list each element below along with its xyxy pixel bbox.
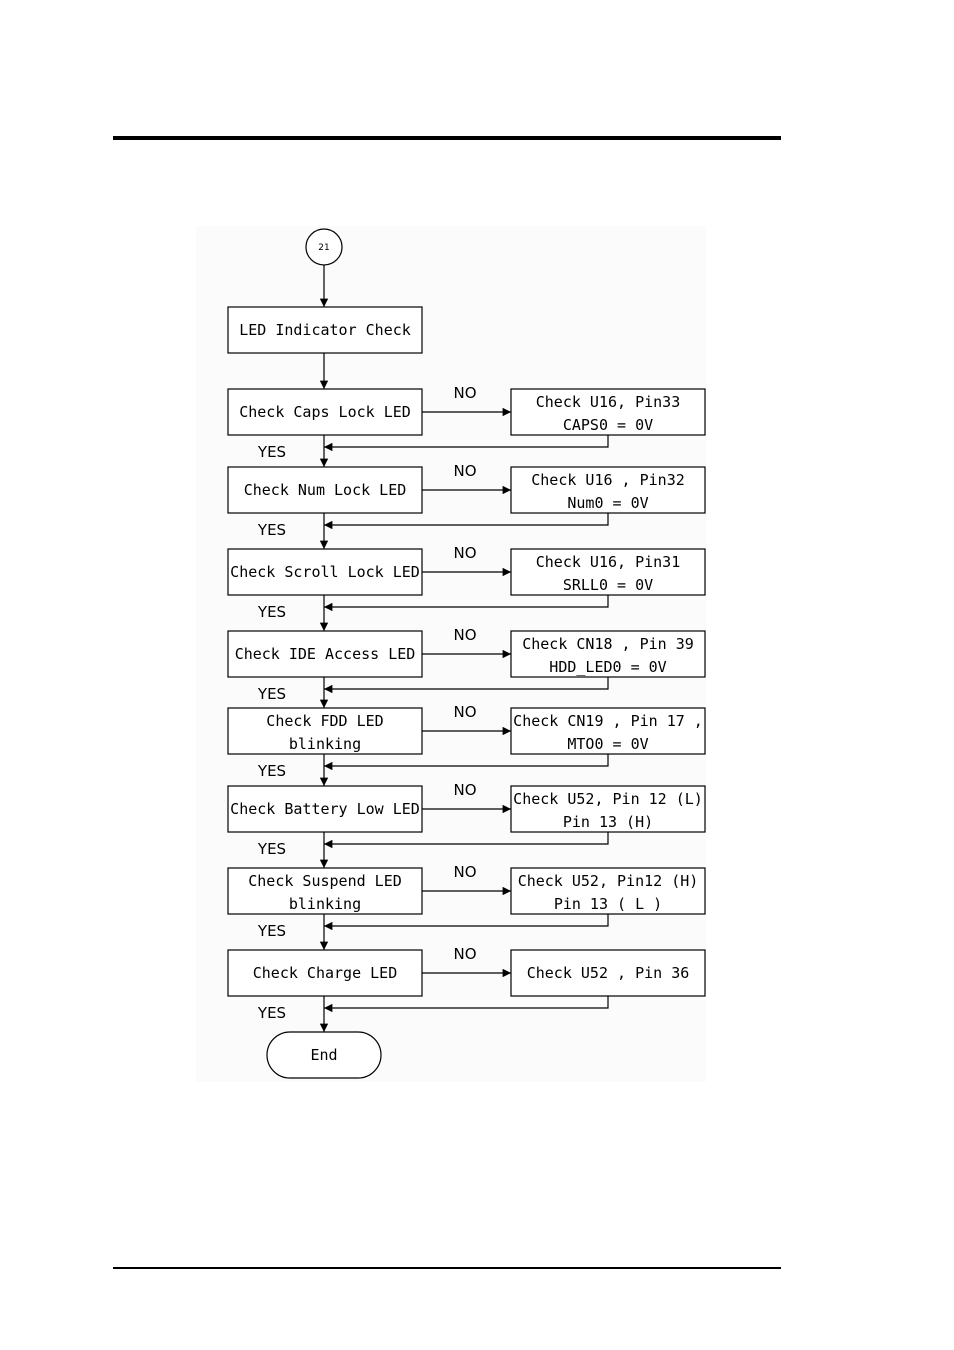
return-arrow-8 <box>324 996 609 1013</box>
start-box <box>227 306 423 354</box>
return-arrow-6 <box>324 832 609 849</box>
check-box-7 <box>227 867 423 915</box>
fix-text-7-line-2: Pin 13 ( L ) <box>554 895 662 913</box>
no-label-7: NO <box>453 863 476 881</box>
bottom-rule <box>113 1267 781 1269</box>
no-label-3: NO <box>453 544 476 562</box>
check-text-8-line-1: Check Charge LED <box>253 964 398 982</box>
yes-label-8: YES <box>257 1004 286 1022</box>
check-text-5-line-1: Check FDD LED <box>266 712 383 730</box>
fix-box-2 <box>510 466 706 514</box>
start-label: LED Indicator Check <box>239 321 411 339</box>
check-text-4-line-1: Check IDE Access LED <box>235 645 416 663</box>
check-box-6 <box>227 785 423 833</box>
return-arrow-4 <box>324 677 609 694</box>
check-text-1-line-1: Check Caps Lock LED <box>239 403 411 421</box>
flow-steps: Check Caps Lock LED Check U16, Pin33CAPS0… <box>227 384 706 1032</box>
yes-label-3: YES <box>257 603 286 621</box>
fix-text-4-line-1: Check CN18 , Pin 39 <box>522 635 694 653</box>
fix-box-5 <box>510 707 706 755</box>
no-label-5: NO <box>453 703 476 721</box>
fix-text-2-line-2: Num0 = 0V <box>567 494 648 512</box>
yes-label-4: YES <box>257 685 286 703</box>
fix-text-1-line-2: CAPS0 = 0V <box>563 416 653 434</box>
end-terminator <box>266 1031 382 1079</box>
check-box-3 <box>227 548 423 596</box>
no-label-8: NO <box>453 945 476 963</box>
check-text-5-line-2: blinking <box>289 735 361 753</box>
no-label-6: NO <box>453 781 476 799</box>
end-label: End <box>310 1046 337 1064</box>
fix-text-3-line-2: SRLL0 = 0V <box>563 576 653 594</box>
check-box-4 <box>227 630 423 678</box>
fix-text-3-line-1: Check U16, Pin31 <box>536 553 681 571</box>
no-label-2: NO <box>453 462 476 480</box>
yes-label-6: YES <box>257 840 286 858</box>
fix-box-4 <box>510 630 706 678</box>
no-label-1: NO <box>453 384 476 402</box>
no-label-4: NO <box>453 626 476 644</box>
check-box-1 <box>227 388 423 436</box>
check-text-7-line-2: blinking <box>289 895 361 913</box>
connector-label: 21 <box>318 243 329 253</box>
return-arrow-7 <box>324 914 609 931</box>
return-arrow-2 <box>324 513 609 530</box>
yes-label-2: YES <box>257 521 286 539</box>
top-rule <box>113 136 781 140</box>
return-arrow-5 <box>324 754 609 771</box>
check-text-7-line-1: Check Suspend LED <box>248 872 402 890</box>
fix-text-4-line-2: HDD_LED0 = 0V <box>549 658 666 676</box>
yes-label-5: YES <box>257 762 286 780</box>
fix-text-7-line-1: Check U52, Pin12 (H) <box>518 872 699 890</box>
return-arrow-3 <box>324 595 609 612</box>
check-text-2-line-1: Check Num Lock LED <box>244 481 407 499</box>
fix-text-6-line-2: Pin 13 (H) <box>563 813 653 831</box>
fix-text-6-line-1: Check U52, Pin 12 (L) <box>513 790 703 808</box>
fix-text-5-line-2: MTO0 = 0V <box>567 735 648 753</box>
check-box-2 <box>227 466 423 514</box>
check-box-8 <box>227 949 423 997</box>
check-text-6-line-1: Check Battery Low LED <box>230 800 420 818</box>
fix-text-5-line-1: Check CN19 , Pin 17 , <box>513 712 703 730</box>
fix-box-3 <box>510 548 706 596</box>
fix-text-8-line-1: Check U52 , Pin 36 <box>527 964 690 982</box>
fix-text-2-line-1: Check U16 , Pin32 <box>531 471 685 489</box>
check-text-3-line-1: Check Scroll Lock LED <box>230 563 420 581</box>
return-arrow-1 <box>324 435 609 452</box>
fix-text-1-line-1: Check U16, Pin33 <box>536 393 681 411</box>
yes-label-7: YES <box>257 922 286 940</box>
yes-label-1: YES <box>257 443 286 461</box>
check-box-5 <box>227 707 423 755</box>
